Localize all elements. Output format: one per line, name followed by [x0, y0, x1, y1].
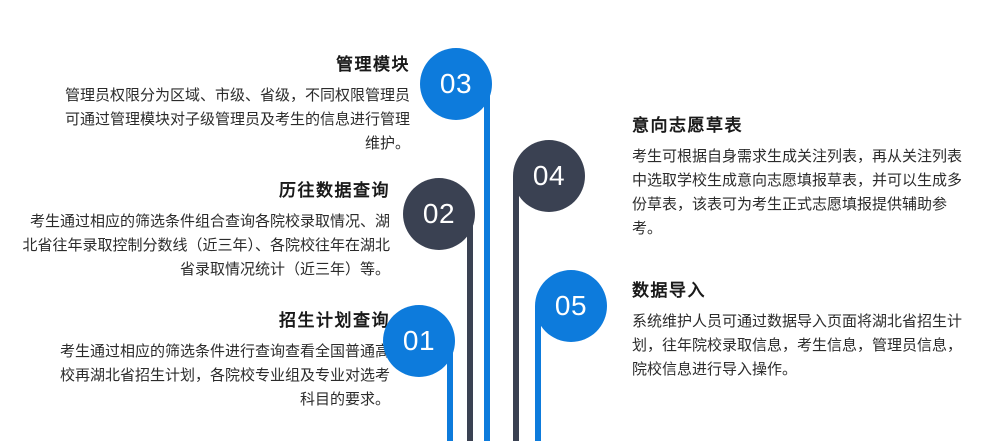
section-block-05: 数据导入 系统维护人员可通过数据导入页面将湖北省招生计划，往年院校录取信息，考生…	[632, 278, 972, 382]
pin-bubble-02: 02	[403, 178, 475, 250]
section-body-02: 考生通过相应的筛选条件组合查询各院校录取情况、湖北省往年录取控制分数线（近三年）…	[22, 212, 390, 279]
pin-stem-01	[447, 341, 453, 441]
pin-stem-05	[535, 306, 541, 441]
pin-bubble-05: 05	[535, 270, 607, 342]
section-body-01: 考生通过相应的筛选条件进行查询查看全国普通高校再湖北省招生计划，各院校专业组及专…	[60, 342, 391, 409]
section-heading-02: 历往数据查询	[279, 181, 390, 200]
section-block-04: 意向志愿草表 考生可根据自身需求生成关注列表，再从关注列表中选取学校生成意向志愿…	[632, 113, 972, 242]
section-heading-03: 管理模块	[336, 55, 410, 74]
section-heading-01: 招生计划查询	[279, 311, 390, 330]
pin-bubble-04: 04	[513, 140, 585, 212]
section-block-03: 管理模块 管理员权限分为区域、市级、省级，不同权限管理员可通过管理模块对子级管理…	[60, 52, 410, 156]
section-heading-04: 意向志愿草表	[632, 116, 743, 135]
pin-stem-04	[513, 176, 519, 441]
section-body-04: 考生可根据自身需求生成关注列表，再从关注列表中选取学校生成意向志愿填报草表，并可…	[632, 147, 963, 238]
section-heading-05: 数据导入	[632, 281, 706, 300]
section-block-02: 历往数据查询 考生通过相应的筛选条件组合查询各院校录取情况、湖北省往年录取控制分…	[20, 178, 390, 282]
section-block-01: 招生计划查询 考生通过相应的筛选条件进行查询查看全国普通高校再湖北省招生计划，各…	[60, 308, 390, 412]
section-body-05: 系统维护人员可通过数据导入页面将湖北省招生计划，往年院校录取信息，考生信息，管理…	[632, 312, 963, 379]
pin-bubble-01: 01	[383, 305, 455, 377]
pin-stem-03	[484, 84, 490, 441]
section-body-03: 管理员权限分为区域、市级、省级，不同权限管理员可通过管理模块对子级管理员及考生的…	[64, 86, 410, 153]
pin-bubble-03: 03	[420, 48, 492, 120]
pin-stem-02	[467, 214, 473, 441]
